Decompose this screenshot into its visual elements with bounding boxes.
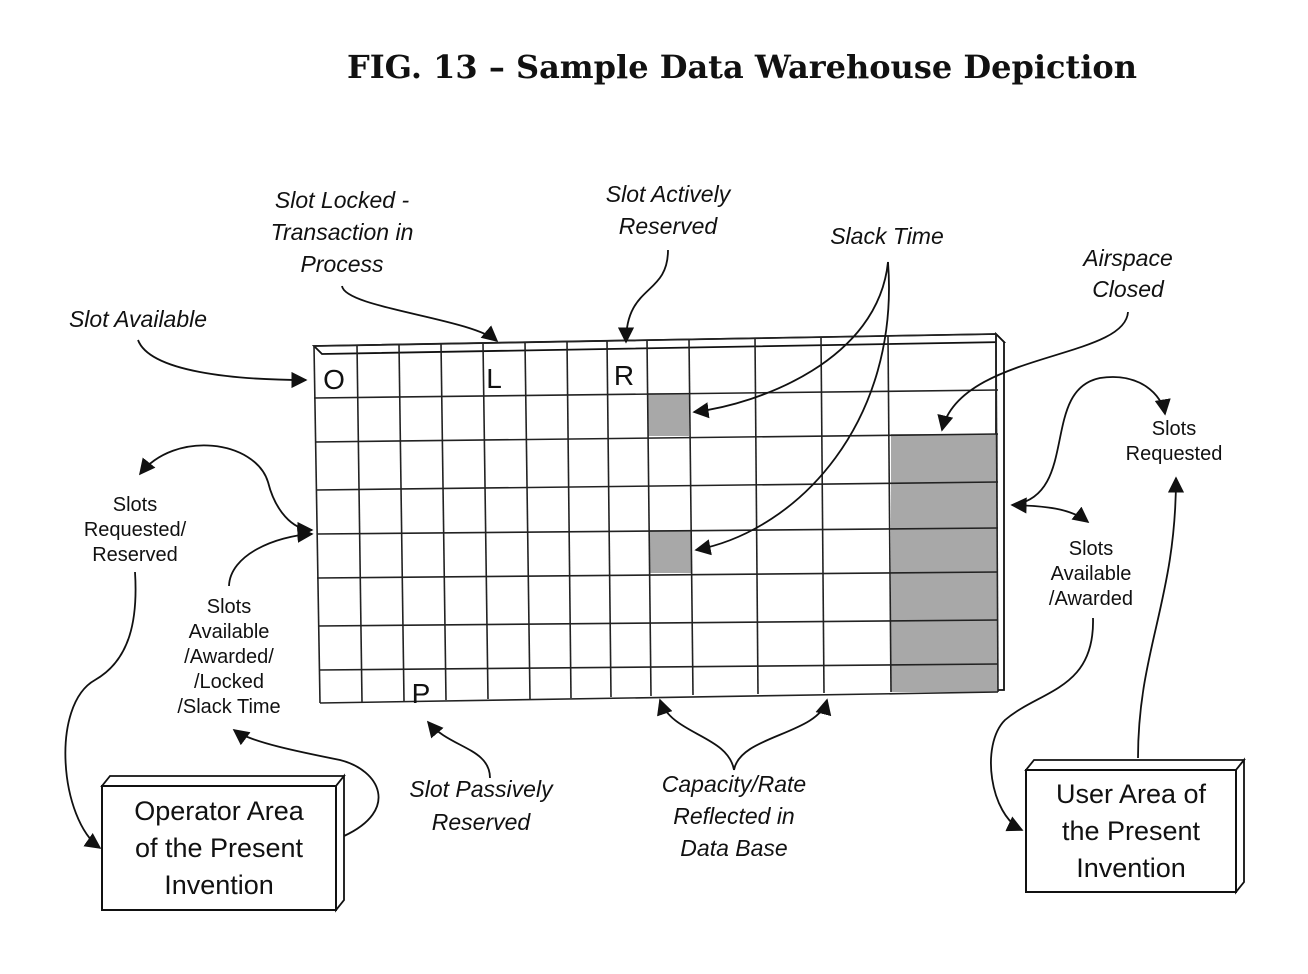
label-line: /Awarded: [1049, 588, 1133, 610]
label-line: Requested/: [84, 519, 187, 541]
label-line: Reflected in: [673, 803, 794, 829]
label-line: Slot Locked -: [275, 187, 410, 213]
label-line: User Area of: [1056, 779, 1207, 809]
label-slot-passively-reserved: Slot PassivelyReserved: [409, 776, 554, 835]
label-line: Slots: [113, 494, 157, 516]
label-line: Invention: [164, 870, 274, 900]
arrow-slots-requested-right: [1013, 377, 1165, 505]
label-line: Data Base: [680, 835, 787, 861]
label-line: Airspace: [1081, 245, 1172, 271]
label-slots-available-awarded-right: SlotsAvailable/Awarded: [1049, 538, 1133, 610]
slack-time-cell-1: [648, 393, 689, 436]
label-line: Available: [189, 621, 270, 643]
label-slot-available: Slot Available: [69, 306, 207, 332]
slack-time-cell-2: [650, 530, 691, 573]
user-area-box: User Area of the PresentInvention: [1026, 760, 1244, 892]
label-line: Slot Passively: [409, 776, 554, 802]
cell-letter-o: O: [323, 364, 345, 395]
label-line: /Awarded/: [184, 646, 274, 668]
arrow-slot-passively-reserved: [428, 722, 490, 778]
arrow-slots-available-awarded-right: [1012, 505, 1088, 522]
label-slot-locked: Slot Locked - Transaction in Process: [271, 187, 414, 277]
label-line: Transaction in: [271, 219, 414, 245]
label-slots-available-awarded-locked: SlotsAvailable/Awarded/ /Locked/Slack Tim…: [177, 596, 280, 718]
arrow-slots-requested-reserved: [140, 445, 312, 530]
cell-letter-l: L: [486, 363, 502, 394]
arrow-airspace-closed: [942, 312, 1128, 430]
label-line: Available: [1051, 563, 1132, 585]
arrow-slot-actively-reserved: [626, 250, 668, 342]
label-line: Invention: [1076, 853, 1186, 883]
label-line: Slack Time: [830, 223, 944, 249]
label-line: Process: [300, 251, 384, 277]
label-line: Reserved: [92, 544, 178, 566]
arrow-slots-available-locked: [229, 534, 312, 586]
arrow-slot-available: [138, 340, 306, 380]
label-capacity-rate: Capacity/RateReflected in Data Base: [662, 771, 806, 861]
label-line: /Slack Time: [177, 696, 280, 718]
label-line: Slot Available: [69, 306, 207, 332]
label-line: Capacity/Rate: [662, 771, 806, 797]
operator-area-box: Operator Area of the PresentInvention: [102, 776, 344, 910]
label-line: Slot Actively: [606, 181, 732, 207]
arrow-capacity-rate-right: [734, 700, 827, 770]
arrow-slot-locked: [342, 286, 497, 341]
label-slots-requested-right: SlotsRequested: [1126, 418, 1223, 465]
label-line: the Present: [1062, 816, 1201, 846]
user-area-text: User Area of the PresentInvention: [1056, 779, 1207, 883]
label-line: Operator Area: [134, 796, 305, 826]
label-line: Closed: [1092, 276, 1165, 302]
label-line: of the Present: [135, 833, 304, 863]
airspace-closed-block: [891, 434, 998, 692]
label-line: Slots: [1069, 538, 1113, 560]
cell-letter-r: R: [614, 360, 634, 391]
label-line: Slots: [207, 596, 251, 618]
label-line: Requested: [1126, 443, 1223, 465]
figure-title: FIG. 13 – Sample Data Warehouse Depictio…: [347, 48, 1137, 86]
arrows: [65, 250, 1176, 848]
label-slot-actively-reserved: Slot ActivelyReserved: [606, 181, 732, 239]
arrow-capacity-rate-left: [660, 700, 734, 770]
label-slots-requested-reserved: SlotsRequested/Reserved: [84, 494, 187, 566]
label-slack-time: Slack Time: [830, 223, 944, 249]
warehouse-grid: O L R P: [314, 334, 1004, 709]
label-line: Reserved: [619, 213, 719, 239]
label-line: Reserved: [432, 809, 532, 835]
label-line: /Locked: [194, 671, 264, 693]
label-line: Slots: [1152, 418, 1196, 440]
arrow-user-to-slots-requested: [1138, 478, 1176, 758]
label-airspace-closed: AirspaceClosed: [1081, 245, 1172, 302]
cell-letter-p: P: [412, 678, 431, 709]
